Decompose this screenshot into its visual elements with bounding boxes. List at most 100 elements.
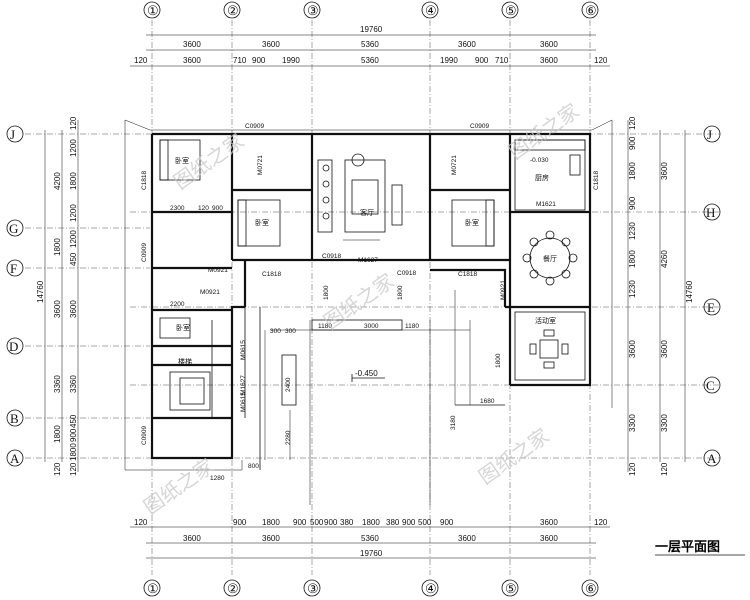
svg-text:C0909: C0909: [470, 123, 490, 130]
svg-text:1680: 1680: [480, 398, 495, 405]
kitchen: 厨房 -0.030: [514, 139, 586, 211]
axis-4-top: ④: [425, 3, 437, 18]
svg-text:120: 120: [628, 462, 637, 476]
svg-text:1800: 1800: [262, 518, 280, 527]
svg-text:450: 450: [69, 252, 78, 266]
svg-text:120: 120: [134, 518, 148, 527]
room-bedroom-1: 卧室: [175, 156, 189, 165]
axis-H-right: H: [706, 205, 715, 220]
axis-2-top: ②: [227, 3, 239, 18]
svg-text:14760: 14760: [685, 280, 694, 303]
room-bedroom-2: 卧室: [255, 218, 269, 227]
svg-text:3600: 3600: [540, 534, 558, 543]
svg-text:C1818: C1818: [141, 170, 148, 190]
svg-text:1800: 1800: [628, 162, 637, 180]
svg-text:3600: 3600: [540, 40, 558, 49]
axis-labels-left: J G F D B A: [6, 125, 24, 467]
svg-text:3300: 3300: [660, 414, 669, 432]
svg-text:1990: 1990: [440, 56, 458, 65]
svg-text:1200: 1200: [69, 139, 78, 157]
svg-text:5360: 5360: [361, 40, 379, 49]
svg-text:500: 500: [310, 518, 324, 527]
svg-text:C1818: C1818: [458, 271, 478, 278]
svg-text:300: 300: [285, 328, 296, 335]
svg-text:900: 900: [440, 518, 454, 527]
stair: 楼梯: [169, 357, 211, 411]
axis-6-bottom: ⑥: [585, 581, 597, 596]
dining: 餐厅: [522, 230, 578, 286]
svg-text:M0721: M0721: [451, 155, 458, 175]
axis-E-right: E: [707, 300, 715, 315]
svg-text:120: 120: [69, 462, 78, 476]
svg-text:M1621: M1621: [536, 201, 556, 208]
svg-text:120: 120: [134, 56, 148, 65]
axis-labels-right: J H E C A: [703, 125, 721, 467]
svg-text:3600: 3600: [540, 56, 558, 65]
svg-text:C0909: C0909: [245, 123, 265, 130]
svg-text:380: 380: [340, 518, 354, 527]
axis-labels-bottom: ① ② ③ ④ ⑤ ⑥: [143, 579, 599, 597]
svg-text:2300: 2300: [170, 205, 185, 212]
svg-text:900: 900: [212, 205, 223, 212]
svg-text:C1818: C1818: [262, 271, 282, 278]
svg-text:14760: 14760: [36, 280, 45, 303]
svg-text:1800: 1800: [628, 250, 637, 268]
axis-5-top: ⑤: [505, 3, 517, 18]
interior-walls: [152, 134, 590, 470]
svg-text:120: 120: [660, 462, 669, 476]
svg-text:M0921: M0921: [200, 289, 220, 296]
bedrooms: 卧室 卧室 卧室 卧室: [159, 139, 495, 339]
svg-text:4260: 4260: [660, 250, 669, 268]
svg-text:450: 450: [69, 414, 78, 428]
axis-B-left: B: [10, 411, 19, 426]
left-dimensions: 14760 4200 1800 3600 3360 1800 120 120 1…: [36, 116, 79, 476]
svg-text:900: 900: [628, 136, 637, 150]
axis-G-left: G: [9, 221, 18, 236]
svg-text:M1627: M1627: [240, 375, 247, 395]
bottom-dimensions: 120 900 1800 900 500 900 380 1800 380 90…: [130, 518, 610, 559]
svg-text:2400: 2400: [285, 377, 292, 392]
svg-text:900: 900: [233, 518, 247, 527]
svg-text:3600: 3600: [69, 300, 78, 318]
svg-text:1230: 1230: [628, 222, 637, 240]
svg-text:120: 120: [594, 56, 608, 65]
svg-text:1200: 1200: [69, 204, 78, 222]
exterior-walls: [124, 119, 613, 471]
svg-text:1280: 1280: [210, 475, 225, 482]
svg-text:1200: 1200: [69, 230, 78, 248]
svg-text:3600: 3600: [183, 56, 201, 65]
svg-text:120: 120: [53, 462, 62, 476]
axis-3-bottom: ③: [307, 581, 319, 596]
level-kitchen: -0.030: [530, 157, 549, 164]
dim-total-bottom: 19760: [360, 549, 383, 558]
axis-C-right: C: [706, 378, 715, 393]
svg-text:120: 120: [594, 518, 608, 527]
svg-text:500: 500: [418, 518, 432, 527]
svg-text:1230: 1230: [628, 280, 637, 298]
living-room: 客厅: [317, 153, 403, 241]
svg-text:900: 900: [293, 518, 307, 527]
svg-text:3600: 3600: [540, 518, 558, 527]
axis-D-left: D: [9, 339, 18, 354]
watermarks: 图纸之家 图纸之家 图纸之家 图纸之家 图纸之家: [139, 99, 583, 520]
level-courtyard: -0.450: [355, 369, 378, 378]
axis-A-left: A: [10, 451, 20, 466]
svg-text:2280: 2280: [285, 430, 292, 445]
svg-text:C0909: C0909: [141, 425, 148, 445]
axis-J-left: J: [10, 127, 15, 142]
svg-text:900: 900: [402, 518, 416, 527]
axis-1-bottom: ①: [147, 581, 159, 596]
svg-text:3600: 3600: [458, 40, 476, 49]
svg-text:4200: 4200: [53, 172, 62, 190]
svg-text:300: 300: [270, 328, 281, 335]
svg-text:1800: 1800: [323, 285, 330, 300]
svg-text:C0918: C0918: [397, 270, 417, 277]
svg-text:900: 900: [475, 56, 489, 65]
svg-text:M0921: M0921: [500, 280, 507, 300]
svg-text:900: 900: [628, 196, 637, 210]
svg-text:C0909: C0909: [141, 242, 148, 262]
svg-text:5360: 5360: [361, 56, 379, 65]
room-dining: 餐厅: [543, 254, 557, 263]
svg-text:2200: 2200: [170, 301, 185, 308]
